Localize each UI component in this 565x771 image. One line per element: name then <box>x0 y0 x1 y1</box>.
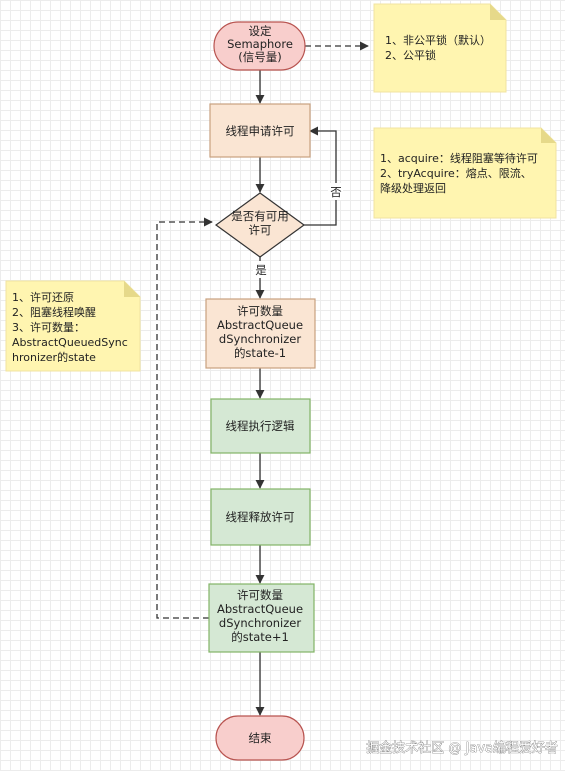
text-line: 2、tryAcquire：熔点、限流、 <box>380 166 532 180</box>
text-line: hronizer的state <box>12 350 96 364</box>
text-line: 2、公平锁 <box>385 48 436 62</box>
text-line: 1、acquire：线程阻塞等待许可 <box>380 151 538 165</box>
text-line: 2、阻塞线程唤醒 <box>12 305 96 319</box>
text-line: 的state-1 <box>234 346 286 360</box>
node-request: 线程申请许可 <box>209 103 311 158</box>
node-end: 结束 <box>215 715 305 761</box>
text-line: 许可 <box>249 223 272 237</box>
text-line: dSynchronizer <box>219 332 301 346</box>
text-line: 1、许可还原 <box>12 291 74 304</box>
watermark: 掘金技术社区 @ Java编程爱好者 <box>366 740 558 756</box>
text-line: 1、非公平锁（默认） <box>385 33 491 47</box>
edge-decision-no-loop <box>304 126 337 226</box>
text-line: 线程执行逻辑 <box>226 419 295 433</box>
note-fairness-text: 1、非公平锁（默认）2、公平锁 <box>385 33 491 62</box>
text-line: 线程释放许可 <box>226 510 295 524</box>
text-line: AbstractQueue <box>217 318 303 332</box>
note-fairness: 1、非公平锁（默认）2、公平锁 <box>373 3 507 93</box>
node-release-text: 线程释放许可 <box>226 510 295 524</box>
edges <box>156 41 369 716</box>
text-line: Semaphore <box>227 37 293 51</box>
edge-label-no: 否 <box>330 185 342 199</box>
node-end-text: 结束 <box>249 731 272 745</box>
text-line: AbstractQueuedSync <box>12 336 128 349</box>
text-line: 的state+1 <box>231 630 289 644</box>
edge-label-yes: 是 <box>255 263 267 277</box>
node-release: 线程释放许可 <box>210 488 311 546</box>
node-decision-text: 是否有可用许可 <box>231 209 289 237</box>
text-line: 结束 <box>249 731 272 745</box>
text-line: 许可数量 <box>237 588 283 602</box>
text-line: 是否有可用 <box>231 209 289 223</box>
text-line: 线程申请许可 <box>226 124 295 138</box>
node-decision: 是否有可用许可 <box>214 192 306 258</box>
text-line: 许可数量 <box>237 304 283 318</box>
node-execute: 线程执行逻辑 <box>210 398 311 454</box>
text-line: AbstractQueue <box>217 602 303 616</box>
text-line: 3、许可数量： <box>12 321 85 334</box>
edge-state-plus-loop-back <box>156 217 213 619</box>
text-line: (信号量) <box>238 50 281 64</box>
node-execute-text: 线程执行逻辑 <box>226 419 295 433</box>
text-line: 降级处理返回 <box>380 181 446 195</box>
text-line: dSynchronizer <box>219 616 301 630</box>
text-line: 设定 <box>249 24 272 38</box>
node-request-text: 线程申请许可 <box>226 124 295 138</box>
